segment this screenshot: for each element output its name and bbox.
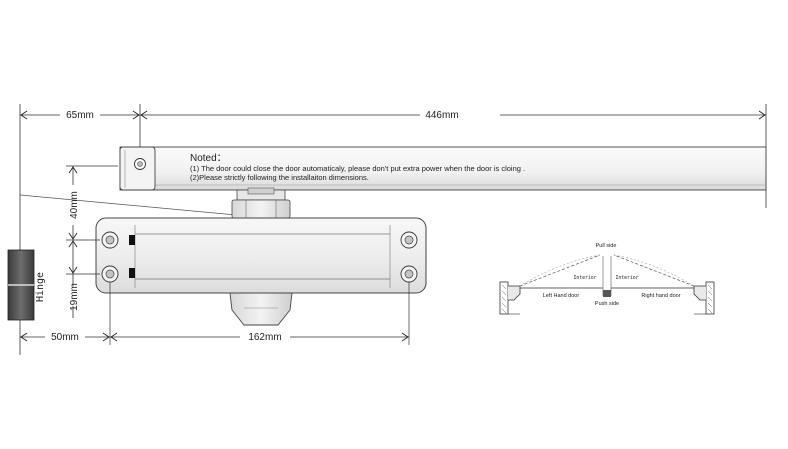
interior-right-label: Interior	[615, 275, 638, 281]
left-door-swing-pull	[519, 254, 601, 287]
top-dimension-arrows	[20, 110, 766, 120]
right-door-arc	[613, 254, 695, 287]
closer-bottom-valve	[229, 292, 293, 326]
left-valve-bottom	[129, 268, 135, 278]
right-door-swing-pull	[613, 254, 695, 287]
spindle-nut	[231, 199, 291, 219]
arm-linkage-line	[19, 194, 237, 216]
left-valve-top	[129, 235, 135, 245]
note-title: Noted：	[190, 153, 227, 164]
note-line-1: (1) The door could close the door automa…	[190, 164, 525, 173]
push-side-label: Push side	[595, 301, 619, 307]
left-hand-door-label: Left Hand door	[543, 293, 580, 299]
door-swing-diagram: Pull side Interior Interior Left Hand do…	[499, 243, 715, 315]
mount-screw-bottom-left-center	[105, 269, 115, 279]
spindle-cap	[247, 187, 275, 195]
closer-body	[95, 217, 427, 294]
right-hand-door-label: Right hand door	[641, 293, 680, 299]
left-frame-stop	[508, 285, 521, 301]
dim-50-label: 50mm	[51, 332, 79, 343]
right-frame-hatch	[707, 284, 713, 314]
bottom-dimension-arrows	[20, 332, 409, 342]
pull-side-label: Pull side	[596, 243, 617, 249]
arm-pivot-screw-center	[137, 161, 143, 167]
mount-screw-bottom-right-center	[404, 269, 414, 279]
hinge-label: Hinge	[35, 272, 46, 302]
dim-162-label: 162mm	[248, 332, 281, 343]
left-door-arc	[519, 254, 601, 287]
mount-screw-top-left-center	[105, 235, 115, 245]
note-line-2: (2)Please strictly following the install…	[190, 173, 369, 182]
dim-19-label: 19mm	[69, 283, 80, 311]
interior-left-label: Interior	[573, 275, 596, 281]
dim-40-label: 40mm	[69, 191, 80, 219]
center-stop	[603, 290, 611, 297]
closer-arm-bar	[119, 146, 767, 191]
right-frame-stop	[693, 285, 706, 301]
left-dimension-arrows	[68, 166, 78, 274]
left-frame-hatch	[501, 284, 507, 314]
dim-446-label: 446mm	[425, 110, 458, 121]
mount-screw-top-right-center	[404, 235, 414, 245]
dim-65-label: 65mm	[66, 110, 94, 121]
